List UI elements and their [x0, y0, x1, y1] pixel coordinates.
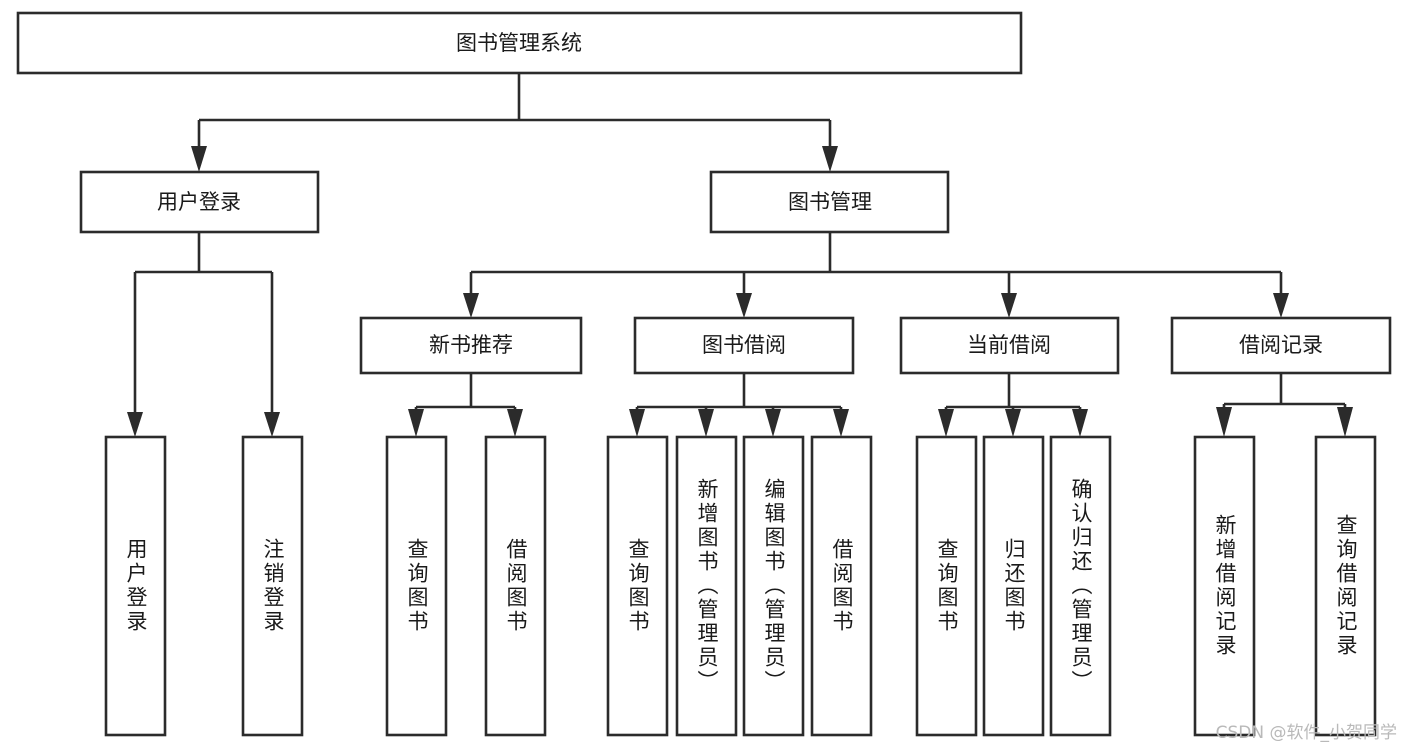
node-leaf-confirm-return-box[interactable] — [1049, 435, 1112, 737]
node-book-management-box[interactable] — [709, 170, 950, 234]
arrowhead-book-management — [822, 146, 838, 172]
node-user-login[interactable]: 用户登录 — [79, 170, 320, 234]
node-root[interactable]: 图书管理系统 — [16, 11, 1023, 75]
node-current-borrow[interactable]: 当前借阅 — [899, 316, 1120, 375]
arrowhead-borrow-record — [1273, 293, 1289, 318]
node-leaf-borrow-book-1-box[interactable] — [484, 435, 547, 737]
node-current-borrow-box[interactable] — [899, 316, 1120, 375]
node-leaf-add-record-box[interactable] — [1193, 435, 1256, 737]
node-root-label: 图书管理系统 — [456, 31, 582, 55]
node-new-book-recommend[interactable]: 新书推荐 — [359, 316, 583, 375]
node-borrow-record-box[interactable] — [1170, 316, 1392, 375]
arrowhead-leaf-borrow-book-2 — [833, 409, 849, 437]
node-root-box[interactable] — [16, 11, 1023, 75]
node-leaf-query-book-3-box[interactable] — [915, 435, 978, 737]
node-leaf-edit-book-box[interactable] — [742, 435, 805, 737]
node-user-login-label: 用户登录 — [157, 190, 241, 214]
arrowhead-leaf-query-book-1 — [408, 409, 424, 437]
arrowhead-leaf-add-book — [698, 409, 714, 437]
node-leaf-query-book-2-box[interactable] — [606, 435, 669, 737]
node-leaf-borrow-book-2-box[interactable] — [810, 435, 873, 737]
node-leaf-query-book-1-box[interactable] — [385, 435, 448, 737]
arrowhead-leaf-borrow-book-1 — [507, 409, 523, 437]
arrowhead-user-login — [191, 146, 207, 172]
node-user-login-box[interactable] — [79, 170, 320, 234]
node-leaf-user-login-box[interactable] — [104, 435, 167, 737]
node-leaf-return-book-box[interactable] — [982, 435, 1045, 737]
arrowhead-new-book-recommend — [463, 293, 479, 318]
arrowhead-leaf-user-login — [127, 412, 143, 437]
node-borrow-record[interactable]: 借阅记录 — [1170, 316, 1392, 375]
node-borrow-record-label: 借阅记录 — [1239, 333, 1323, 357]
arrowhead-leaf-query-book-2 — [629, 409, 645, 437]
node-book-management-label: 图书管理 — [788, 190, 872, 214]
arrowhead-leaf-query-book-3 — [938, 409, 954, 437]
arrowhead-leaf-query-record — [1337, 407, 1353, 437]
node-book-borrow-label: 图书借阅 — [702, 333, 786, 357]
node-current-borrow-label: 当前借阅 — [967, 333, 1051, 357]
node-book-borrow[interactable]: 图书借阅 — [633, 316, 855, 375]
arrowhead-leaf-confirm-return — [1072, 409, 1088, 437]
node-new-book-recommend-label: 新书推荐 — [429, 333, 513, 357]
arrowhead-current-borrow — [1001, 293, 1017, 318]
node-leaf-add-book-box[interactable] — [675, 435, 738, 737]
arrowhead-leaf-return-book — [1005, 409, 1021, 437]
node-book-borrow-box[interactable] — [633, 316, 855, 375]
arrowhead-leaf-logout-login — [264, 412, 280, 437]
node-leaf-logout-login-box[interactable] — [241, 435, 304, 737]
watermark: CSDN @软件_小贺同学 — [1215, 723, 1397, 743]
connectors — [127, 73, 1353, 437]
arrowhead-leaf-add-record — [1216, 407, 1232, 437]
node-new-book-recommend-box[interactable] — [359, 316, 583, 375]
node-leaf-query-record-box[interactable] — [1314, 435, 1377, 737]
node-book-management[interactable]: 图书管理 — [709, 170, 950, 234]
arrowhead-leaf-edit-book — [765, 409, 781, 437]
arrowhead-book-borrow — [736, 293, 752, 318]
